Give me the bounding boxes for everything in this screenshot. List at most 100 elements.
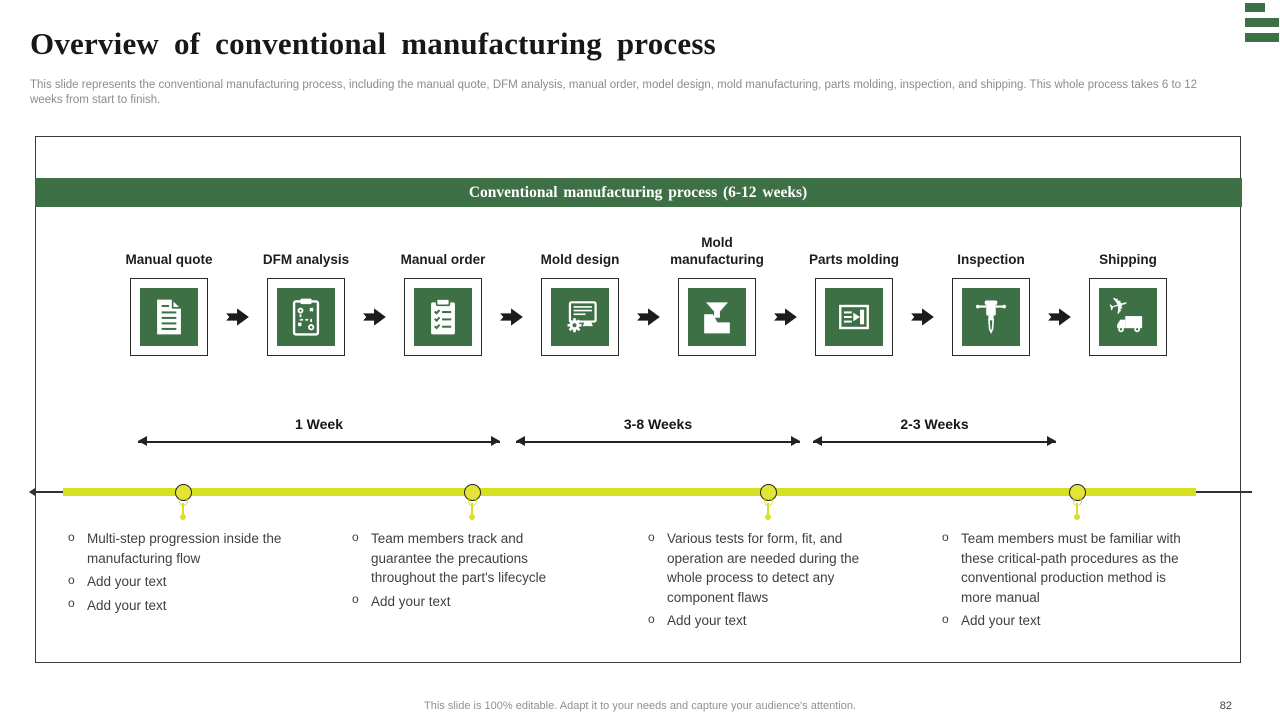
double-arrow bbox=[813, 437, 1056, 446]
note-text: Add your text bbox=[667, 613, 747, 628]
timeline-marker-stem bbox=[1076, 503, 1078, 514]
injection-mold-icon bbox=[839, 304, 869, 330]
notes-column-2: o Team members track and guarantee the p… bbox=[352, 529, 574, 615]
duration-2-3-weeks: 2-3 Weeks bbox=[813, 416, 1056, 446]
step-label: Inspection bbox=[957, 252, 1025, 267]
brand-bar bbox=[1245, 33, 1279, 42]
note-text: Add your text bbox=[961, 613, 1041, 628]
timeline-bar bbox=[63, 488, 1196, 496]
timeline-marker-stem bbox=[471, 503, 473, 514]
flow-arrow-icon bbox=[226, 307, 249, 356]
note-text: Add your text bbox=[371, 593, 451, 609]
step-parts-molding: Parts molding bbox=[797, 251, 911, 356]
duration-3-8-weeks: 3-8 Weeks bbox=[516, 416, 800, 446]
step-mold-manufacturing: Mold manufacturing bbox=[660, 234, 774, 356]
step-tile bbox=[815, 278, 893, 356]
timeline-marker-stem bbox=[767, 503, 769, 514]
list-item: o Team members must be familiar with the… bbox=[942, 529, 1181, 607]
duration-label: 2-3 Weeks bbox=[900, 416, 969, 432]
step-tile bbox=[267, 278, 345, 356]
flow-arrow-icon bbox=[500, 307, 523, 356]
notes-column-3: o Various tests for form, fit, and opera… bbox=[648, 529, 877, 635]
step-manual-order: Manual order bbox=[386, 251, 500, 356]
step-label: Manual order bbox=[400, 252, 486, 267]
bullet-marker: o bbox=[352, 592, 359, 606]
step-label: Manual quote bbox=[125, 252, 213, 267]
list-item: o Add your text bbox=[942, 611, 1181, 631]
note-text: Add your text bbox=[87, 574, 167, 589]
page-number: 82 bbox=[1219, 700, 1232, 712]
step-tile bbox=[678, 278, 756, 356]
bullet-marker: o bbox=[68, 529, 75, 544]
timeline-marker-stem bbox=[182, 503, 184, 514]
bullet-marker: o bbox=[68, 596, 75, 610]
bullet-marker: o bbox=[648, 529, 655, 544]
casting-funnel-icon bbox=[704, 302, 730, 334]
duration-label: 1 Week bbox=[295, 416, 343, 432]
bullet-marker: o bbox=[648, 611, 655, 626]
brand-bar bbox=[1245, 3, 1265, 12]
jackhammer-icon bbox=[975, 300, 1007, 334]
flow-arrow-icon bbox=[1048, 307, 1071, 356]
double-arrow bbox=[516, 437, 800, 446]
slide-description: This slide represents the conventional m… bbox=[30, 79, 1198, 106]
step-mold-design: Mold design bbox=[523, 251, 637, 356]
flow-arrow-icon bbox=[774, 307, 797, 356]
step-label: Shipping bbox=[1099, 252, 1157, 267]
list-item: o Various tests for form, fit, and opera… bbox=[648, 529, 877, 607]
brand-bars-icon bbox=[1245, 3, 1279, 42]
list-item: o Multi-step progression inside the manu… bbox=[68, 529, 287, 568]
diagram-frame: Conventional manufacturing process (6-12… bbox=[34, 136, 1242, 663]
flow-arrow-icon bbox=[363, 307, 386, 356]
step-tile: ✈ bbox=[1089, 278, 1167, 356]
step-tile bbox=[952, 278, 1030, 356]
note-text: Team members track and guarantee the pre… bbox=[371, 531, 547, 585]
document-icon bbox=[157, 297, 183, 335]
process-steps-row: Manual quote DFM analysis bbox=[35, 234, 1241, 356]
step-manual-quote: Manual quote bbox=[112, 251, 226, 356]
timeline-marker-dot bbox=[1074, 514, 1080, 520]
page-title: Overview of conventional manufacturing p… bbox=[30, 26, 716, 61]
timeline-marker-dot bbox=[180, 514, 186, 520]
list-item: o Add your text bbox=[68, 596, 287, 616]
checklist-clipboard-icon bbox=[431, 298, 455, 335]
timeline-left-tail bbox=[29, 488, 64, 495]
double-arrow bbox=[138, 437, 500, 446]
brand-bar bbox=[1245, 18, 1279, 27]
strategy-clipboard-icon bbox=[292, 298, 320, 336]
footer-note: This slide is 100% editable. Adapt it to… bbox=[424, 700, 856, 712]
notes-column-1: o Multi-step progression inside the manu… bbox=[68, 529, 287, 619]
step-label: Mold design bbox=[540, 252, 620, 267]
timeline-marker-dot bbox=[765, 514, 771, 520]
duration-label: 3-8 Weeks bbox=[623, 416, 693, 432]
note-text: Add your text bbox=[87, 597, 167, 613]
step-label: Mold manufacturing bbox=[670, 235, 764, 267]
note-text: Team members must be familiar with these… bbox=[961, 531, 1181, 605]
timeline-marker-dot bbox=[469, 514, 475, 520]
timeline-right-tail bbox=[1196, 491, 1252, 493]
step-tile bbox=[130, 278, 208, 356]
bullet-marker: o bbox=[942, 529, 949, 544]
truck-plane-icon: ✈ bbox=[1106, 295, 1143, 333]
bullet-marker: o bbox=[68, 572, 75, 587]
list-item: o Team members track and guarantee the p… bbox=[352, 529, 574, 588]
notes-column-4: o Team members must be familiar with the… bbox=[942, 529, 1181, 635]
step-tile bbox=[541, 278, 619, 356]
list-item: o Add your text bbox=[68, 572, 287, 592]
step-inspection: Inspection bbox=[934, 251, 1048, 356]
bullet-marker: o bbox=[352, 529, 359, 544]
step-tile bbox=[404, 278, 482, 356]
note-text: Various tests for form, fit, and operati… bbox=[667, 531, 860, 605]
step-label: DFM analysis bbox=[262, 252, 350, 267]
list-item: o Add your text bbox=[352, 592, 574, 612]
list-item: o Add your text bbox=[648, 611, 877, 631]
flow-arrow-icon bbox=[911, 307, 934, 356]
step-label: Parts molding bbox=[808, 252, 899, 267]
step-shipping: Shipping ✈ bbox=[1071, 251, 1185, 356]
duration-1-week: 1 Week bbox=[138, 416, 500, 446]
bullet-marker: o bbox=[942, 611, 949, 626]
step-dfm-analysis: DFM analysis bbox=[249, 251, 363, 356]
process-banner: Conventional manufacturing process (6-12… bbox=[34, 178, 1242, 207]
monitor-gear-icon bbox=[567, 301, 597, 333]
note-text: Multi-step progression inside the manufa… bbox=[87, 531, 282, 566]
